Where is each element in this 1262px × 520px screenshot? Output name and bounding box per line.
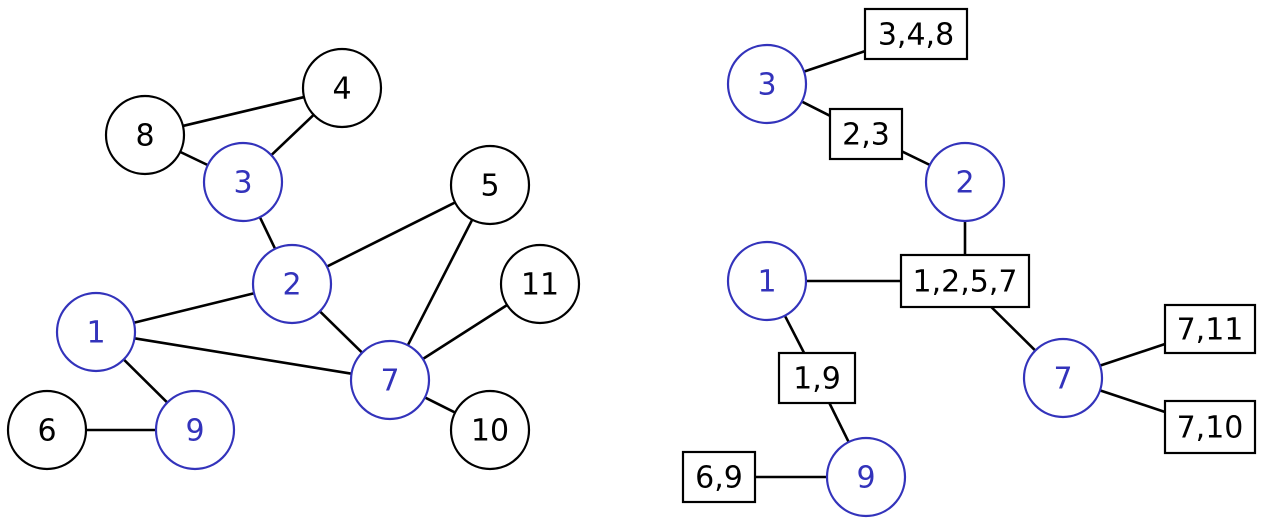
tree-edge-b23-t2 bbox=[901, 150, 931, 167]
tree-bag-box bbox=[1163, 399, 1257, 455]
graph-node-label: 7 bbox=[380, 364, 399, 399]
graph-node-circle bbox=[154, 389, 236, 471]
tree-edge-t7-b710 bbox=[1099, 389, 1166, 414]
tree-bag-label: 7,10 bbox=[1177, 411, 1244, 446]
tree-vertex-label: 7 bbox=[1053, 362, 1072, 397]
graph-node-circle bbox=[251, 243, 333, 325]
graph-node-label: 9 bbox=[185, 414, 204, 449]
graph-node-label: 11 bbox=[521, 268, 559, 303]
tree-bag-b1257: 1,2,5,7 bbox=[899, 253, 1031, 309]
tree-bag-box bbox=[828, 107, 904, 161]
graph-edge-2-7 bbox=[318, 310, 364, 354]
graph-node-7: 7 bbox=[349, 339, 431, 421]
graph-node-11: 11 bbox=[499, 243, 581, 325]
graph-edge-8-3 bbox=[179, 150, 209, 167]
tree-bag-b710: 7,10 bbox=[1163, 399, 1257, 455]
graph-node-circle bbox=[449, 144, 531, 226]
graph-node-circle bbox=[104, 94, 186, 176]
graph-node-5: 5 bbox=[449, 144, 531, 226]
graph-edges bbox=[86, 95, 508, 432]
tree-bag-label: 2,3 bbox=[842, 118, 890, 153]
tree-bag-box bbox=[777, 351, 857, 405]
tree-vertex-circle bbox=[726, 240, 808, 322]
tree-edge-b1257-t7 bbox=[990, 306, 1037, 352]
graph-node-label: 8 bbox=[135, 119, 154, 154]
tree-nodes: 3 2 1 7 9 3,4,8 2,3 1,2,5,7 1,9 6,9 7,11 7,10 bbox=[681, 7, 1257, 518]
graph-node-label: 4 bbox=[332, 72, 351, 107]
tree-bag-label: 3,4,8 bbox=[878, 18, 954, 53]
graph-nodes: 1 2 3 4 5 6 7 8 9 10 11 bbox=[6, 47, 581, 471]
tree-edge-t7-b711 bbox=[1099, 342, 1166, 367]
graph-node-circle bbox=[499, 243, 581, 325]
tree-edge-t3-b23 bbox=[801, 100, 831, 117]
graph-node-8: 8 bbox=[104, 94, 186, 176]
tree-bag-box bbox=[681, 450, 757, 504]
graph-node-circle bbox=[202, 141, 284, 223]
graph-edge-3-2 bbox=[258, 216, 277, 250]
graph-node-6: 6 bbox=[6, 389, 88, 471]
tree-vertex-circle bbox=[726, 43, 808, 125]
graph-node-label: 5 bbox=[480, 169, 499, 204]
graph-edge-7-10 bbox=[424, 396, 456, 414]
tree-edge-t1-b19 bbox=[783, 315, 806, 354]
graph-node-label: 1 bbox=[86, 316, 105, 351]
tree-bag-box bbox=[863, 7, 969, 61]
tree-bag-b19: 1,9 bbox=[777, 351, 857, 405]
graph-node-10: 10 bbox=[449, 389, 531, 471]
tree-vertex-circle bbox=[924, 141, 1006, 223]
graph-node-label: 6 bbox=[37, 414, 56, 449]
graph-node-9: 9 bbox=[154, 389, 236, 471]
graph-node-circle bbox=[55, 291, 137, 373]
tree-vertex-label: 9 bbox=[856, 461, 875, 496]
tree-vertex-t7: 7 bbox=[1022, 337, 1104, 419]
tree-edge-b19-t9 bbox=[828, 402, 850, 443]
tree-bag-b69: 6,9 bbox=[681, 450, 757, 504]
tree-bag-label: 1,2,5,7 bbox=[913, 265, 1018, 300]
tree-bag-box bbox=[1163, 303, 1257, 355]
graph-edge-1-7 bbox=[134, 337, 352, 375]
graph-node-2: 2 bbox=[251, 243, 333, 325]
tree-vertex-t2: 2 bbox=[924, 141, 1006, 223]
graph-node-3: 3 bbox=[202, 141, 284, 223]
graph-edge-2-5 bbox=[326, 201, 456, 268]
tree-bag-label: 6,9 bbox=[695, 461, 743, 496]
tree-bag-label: 1,9 bbox=[793, 362, 841, 397]
tree-vertex-label: 2 bbox=[955, 166, 974, 201]
graph-node-4: 4 bbox=[301, 47, 383, 129]
tree-bag-box bbox=[899, 253, 1031, 309]
tree-bag-b711: 7,11 bbox=[1163, 303, 1257, 355]
tree-vertex-t3: 3 bbox=[726, 43, 808, 125]
graph-node-1: 1 bbox=[55, 291, 137, 373]
tree-vertex-t1: 1 bbox=[726, 240, 808, 322]
graph-edge-8-4 bbox=[182, 95, 305, 128]
graph-edge-3-4 bbox=[270, 113, 315, 157]
tree-edge-t3-b348 bbox=[803, 49, 866, 73]
tree-vertex-label: 3 bbox=[757, 68, 776, 103]
tree-bag-label: 7,11 bbox=[1177, 313, 1244, 348]
graph-edge-11-7 bbox=[422, 303, 508, 361]
graph-node-label: 2 bbox=[282, 268, 301, 303]
graph-node-label: 3 bbox=[233, 166, 252, 201]
graph-edge-1-9 bbox=[122, 358, 169, 404]
tree-edges bbox=[755, 49, 1166, 479]
tree-bag-b23: 2,3 bbox=[828, 107, 904, 161]
graph-node-circle bbox=[449, 389, 531, 471]
tree-bag-b348: 3,4,8 bbox=[863, 7, 969, 61]
tree-vertex-circle bbox=[825, 436, 907, 518]
graph-node-circle bbox=[6, 389, 88, 471]
graph-node-circle bbox=[349, 339, 431, 421]
tree-vertex-circle bbox=[1022, 337, 1104, 419]
tree-vertex-t9: 9 bbox=[825, 436, 907, 518]
graph-node-label: 10 bbox=[471, 414, 509, 449]
graph-edge-5-7 bbox=[406, 219, 474, 346]
graph-edge-2-1 bbox=[133, 292, 255, 324]
graph-node-circle bbox=[301, 47, 383, 129]
tree-vertex-label: 1 bbox=[757, 265, 776, 300]
